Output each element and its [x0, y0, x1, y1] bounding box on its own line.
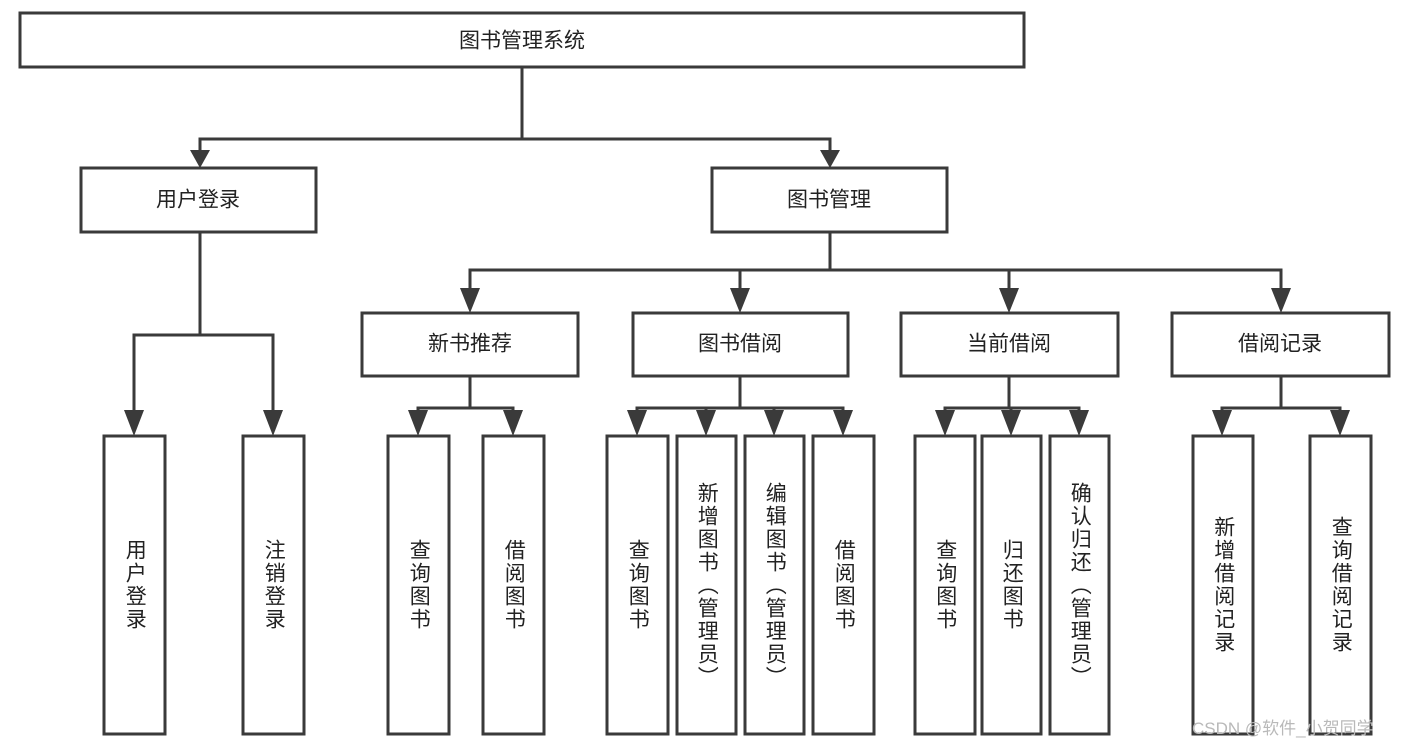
- node-book-manage-label: 图书管理: [787, 189, 871, 212]
- node-book-borrow-box[interactable]: [631, 311, 850, 378]
- arrow-br-to-leaf2: [1330, 410, 1350, 436]
- node-new-book-recommend-label: 新书推荐: [428, 333, 512, 356]
- arrow-br-to-leaf1: [1212, 410, 1232, 436]
- leaf-confirm-return-box[interactable]: [1048, 434, 1111, 736]
- arrow-cb-to-leaf1: [935, 410, 955, 436]
- connector-group-root: [190, 65, 840, 168]
- leaf-user-logout-box[interactable]: [241, 434, 306, 736]
- arrow-cb-to-leaf2: [1001, 410, 1021, 436]
- node-current-borrow[interactable]: 当前借阅: [899, 311, 1120, 378]
- leaf-query-record-box[interactable]: [1308, 434, 1373, 736]
- connector-group-borrow-record: [1212, 374, 1350, 436]
- connector-group-user-login: [124, 230, 283, 436]
- arrow-root-to-book-manage: [820, 150, 840, 168]
- arrow-bm-to-book-borrow: [730, 288, 750, 313]
- leaf-borrow-book-2-box[interactable]: [811, 434, 876, 736]
- arrow-bb-to-leaf1: [627, 410, 647, 436]
- arrow-bm-to-new-book: [460, 288, 480, 313]
- leaf-query-book-3-box[interactable]: [913, 434, 977, 736]
- csdn-watermark: CSDN @软件_小贺同学: [1192, 719, 1374, 738]
- arrow-bm-to-borrow-record: [1271, 288, 1291, 313]
- connector-group-book-borrow: [627, 374, 853, 436]
- arrow-bm-to-current-borrow: [999, 288, 1019, 313]
- leaf-user-login-box[interactable]: [102, 434, 167, 736]
- arrow-bb-to-leaf2: [696, 410, 716, 436]
- arrow-root-to-user-login: [190, 150, 210, 168]
- arrow-ul-to-leaf1: [124, 410, 144, 436]
- leaf-query-book-2-box[interactable]: [605, 434, 670, 736]
- arrow-nbr-to-leaf1: [408, 410, 428, 436]
- node-book-manage-box[interactable]: [710, 166, 949, 234]
- node-new-book-recommend-box[interactable]: [360, 311, 580, 378]
- connector-group-book-manage: [460, 230, 1291, 313]
- leaf-boxes: [102, 434, 1373, 736]
- node-book-borrow[interactable]: 图书借阅: [631, 311, 850, 378]
- arrow-nbr-to-leaf2: [503, 410, 523, 436]
- leaf-add-record-box[interactable]: [1191, 434, 1255, 736]
- node-user-login-box[interactable]: [79, 166, 318, 234]
- arrow-bb-to-leaf3: [764, 410, 784, 436]
- arrow-bb-to-leaf4: [833, 410, 853, 436]
- node-user-login-label: 用户登录: [156, 189, 240, 212]
- leaf-edit-book-box[interactable]: [743, 434, 806, 736]
- node-borrow-record[interactable]: 借阅记录: [1170, 311, 1391, 378]
- leaf-add-book-box[interactable]: [675, 434, 738, 736]
- node-new-book-recommend[interactable]: 新书推荐: [360, 311, 580, 378]
- node-root-label: 图书管理系统: [459, 30, 585, 53]
- connector-group-new-book-recommend: [408, 374, 523, 436]
- leaf-query-book-1-box[interactable]: [386, 434, 451, 736]
- node-current-borrow-box[interactable]: [899, 311, 1120, 378]
- leaf-return-book-box[interactable]: [980, 434, 1043, 736]
- node-book-manage[interactable]: 图书管理: [710, 166, 949, 234]
- node-root-box[interactable]: [18, 11, 1026, 69]
- arrow-ul-to-leaf2: [263, 410, 283, 436]
- leaf-borrow-book-1-box[interactable]: [481, 434, 546, 736]
- node-borrow-record-box[interactable]: [1170, 311, 1391, 378]
- node-user-login[interactable]: 用户登录: [79, 166, 318, 234]
- node-borrow-record-label: 借阅记录: [1238, 333, 1322, 356]
- node-book-borrow-label: 图书借阅: [698, 333, 782, 356]
- node-current-borrow-label: 当前借阅: [967, 333, 1051, 356]
- node-root[interactable]: 图书管理系统: [18, 11, 1026, 69]
- connector-group-current-borrow: [935, 374, 1089, 436]
- arrow-cb-to-leaf3: [1069, 410, 1089, 436]
